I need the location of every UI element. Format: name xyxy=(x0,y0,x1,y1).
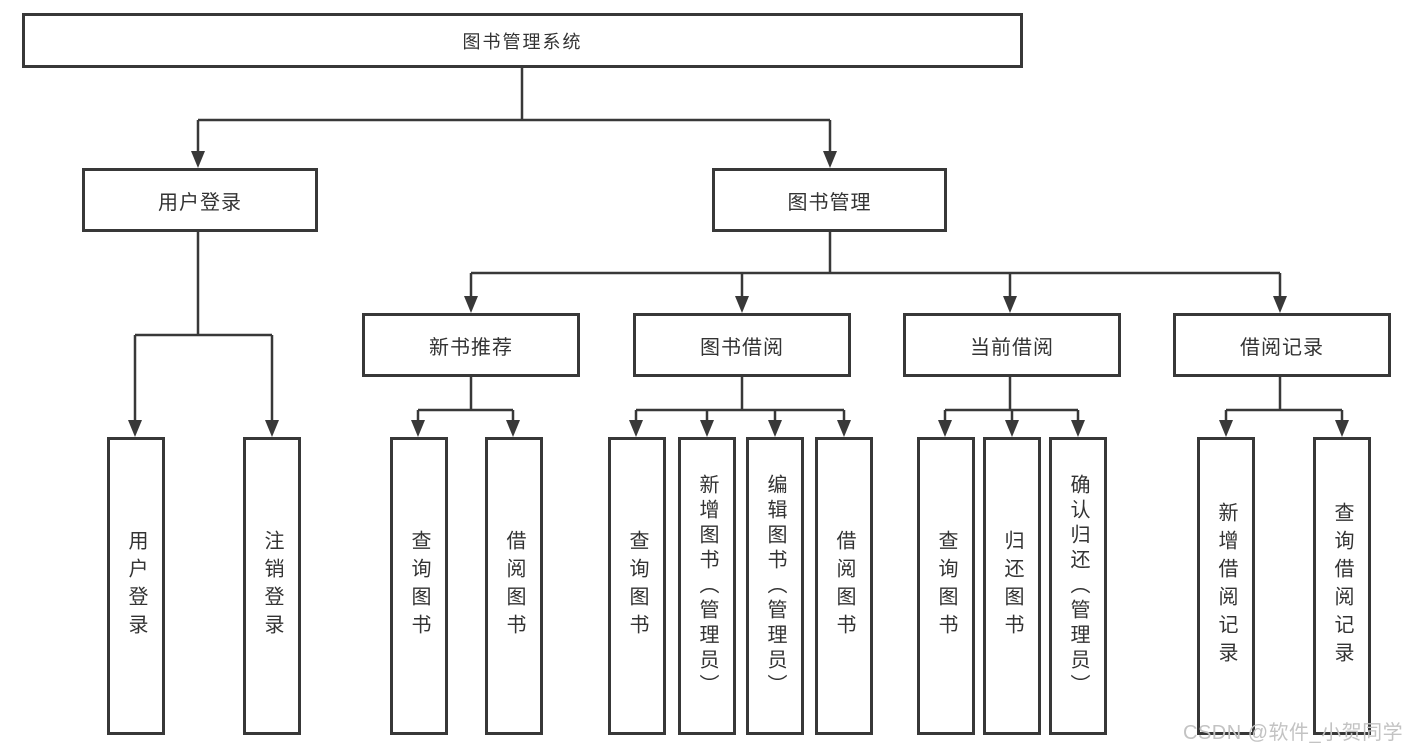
leaf-edit-books-admin: 编辑图书（管理员） xyxy=(746,437,804,735)
node-book-borrowing: 图书借阅 xyxy=(633,313,851,377)
leaf-user-login-label: 用户登录 xyxy=(125,530,147,642)
leaf-query-books-2-label: 查询图书 xyxy=(626,530,648,642)
leaf-confirm-return-admin: 确认归还（管理员） xyxy=(1049,437,1107,735)
node-current-borrowing: 当前借阅 xyxy=(903,313,1121,377)
leaf-query-borrow-record: 查询借阅记录 xyxy=(1313,437,1371,735)
leaf-query-books-2: 查询图书 xyxy=(608,437,666,735)
leaf-user-login: 用户登录 xyxy=(107,437,165,735)
leaf-query-books-1-label: 查询图书 xyxy=(408,530,430,642)
connector-borrowing-records-children xyxy=(1219,377,1349,437)
leaf-logout-label: 注销登录 xyxy=(261,530,283,642)
leaf-query-books-3: 查询图书 xyxy=(917,437,975,735)
leaf-confirm-return-admin-label: 确认归还（管理员） xyxy=(1067,473,1089,699)
node-borrowing-records: 借阅记录 xyxy=(1173,313,1391,377)
leaf-add-borrow-record-label: 新增借阅记录 xyxy=(1215,502,1237,670)
leaf-add-borrow-record: 新增借阅记录 xyxy=(1197,437,1255,735)
connector-new-book-children xyxy=(411,377,520,437)
connector-current-borrowing-children xyxy=(938,377,1085,437)
node-user-login: 用户登录 xyxy=(82,168,318,232)
leaf-borrow-books-1: 借阅图书 xyxy=(485,437,543,735)
leaf-add-books-admin-label: 新增图书（管理员） xyxy=(696,473,718,699)
node-book-management: 图书管理 xyxy=(712,168,947,232)
leaf-return-books-label: 归还图书 xyxy=(1001,530,1023,642)
leaf-edit-books-admin-label: 编辑图书（管理员） xyxy=(764,473,786,699)
node-library-system: 图书管理系统 xyxy=(22,13,1023,68)
connector-book-management-to-level3 xyxy=(464,232,1287,313)
leaf-borrow-books-2-label: 借阅图书 xyxy=(833,530,855,642)
leaf-query-borrow-record-label: 查询借阅记录 xyxy=(1331,502,1353,670)
connector-book-borrowing-children xyxy=(629,377,851,437)
leaf-query-books-3-label: 查询图书 xyxy=(935,530,957,642)
connector-user-login-children xyxy=(128,232,279,437)
leaf-borrow-books-1-label: 借阅图书 xyxy=(503,530,525,642)
leaf-return-books: 归还图书 xyxy=(983,437,1041,735)
connector-root-to-level2 xyxy=(191,68,837,168)
node-new-book-recommend: 新书推荐 xyxy=(362,313,580,377)
leaf-borrow-books-2: 借阅图书 xyxy=(815,437,873,735)
leaf-add-books-admin: 新增图书（管理员） xyxy=(678,437,736,735)
leaf-query-books-1: 查询图书 xyxy=(390,437,448,735)
csdn-watermark: CSDN @软件_小贺同学 xyxy=(1183,722,1404,744)
leaf-logout: 注销登录 xyxy=(243,437,301,735)
